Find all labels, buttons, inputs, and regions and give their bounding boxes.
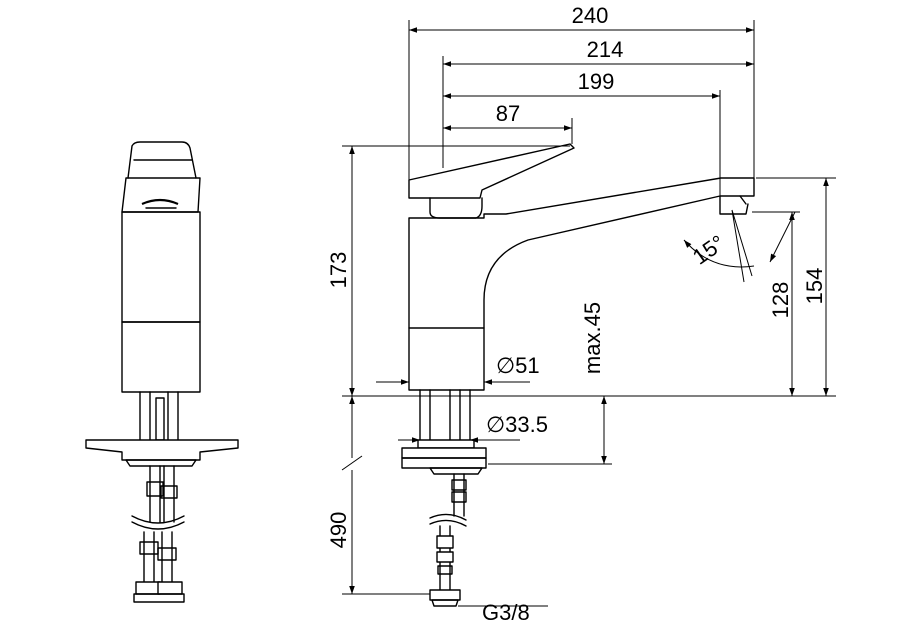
dimensions: 240 214 199 87 173 154 128 15° ∅51	[326, 3, 836, 625]
dim-240: 240	[572, 3, 609, 28]
dim-diameter-33-5: ∅33.5	[486, 412, 548, 437]
dim-154: 154	[802, 268, 827, 305]
dim-173: 173	[326, 252, 351, 289]
faucet-body	[408, 177, 755, 391]
dim-max-45: max.45	[580, 302, 605, 374]
mount-plate	[401, 447, 487, 459]
side-hose-left	[149, 465, 161, 523]
dim-490: 490	[326, 512, 351, 549]
side-view	[85, 141, 239, 603]
side-hose-right	[163, 465, 175, 523]
dim-g3-8: G3/8	[482, 600, 530, 625]
side-lever	[127, 141, 197, 179]
front-view	[401, 143, 755, 607]
side-mount-plate	[85, 439, 239, 461]
side-body	[121, 211, 201, 323]
shank	[419, 389, 471, 441]
side-nut-left	[135, 581, 161, 595]
dim-128: 128	[768, 282, 793, 319]
outlet	[719, 195, 749, 215]
hose-front	[453, 473, 465, 517]
dim-199: 199	[578, 69, 615, 94]
connection-nut	[429, 589, 461, 601]
side-aerator	[141, 198, 179, 206]
side-nut-right	[157, 581, 183, 595]
dim-diameter-51: ∅51	[496, 353, 540, 378]
dim-214: 214	[587, 37, 624, 62]
lever-handle	[408, 143, 575, 199]
dim-87: 87	[496, 101, 520, 126]
dim-15-degree: 15°	[688, 230, 730, 270]
